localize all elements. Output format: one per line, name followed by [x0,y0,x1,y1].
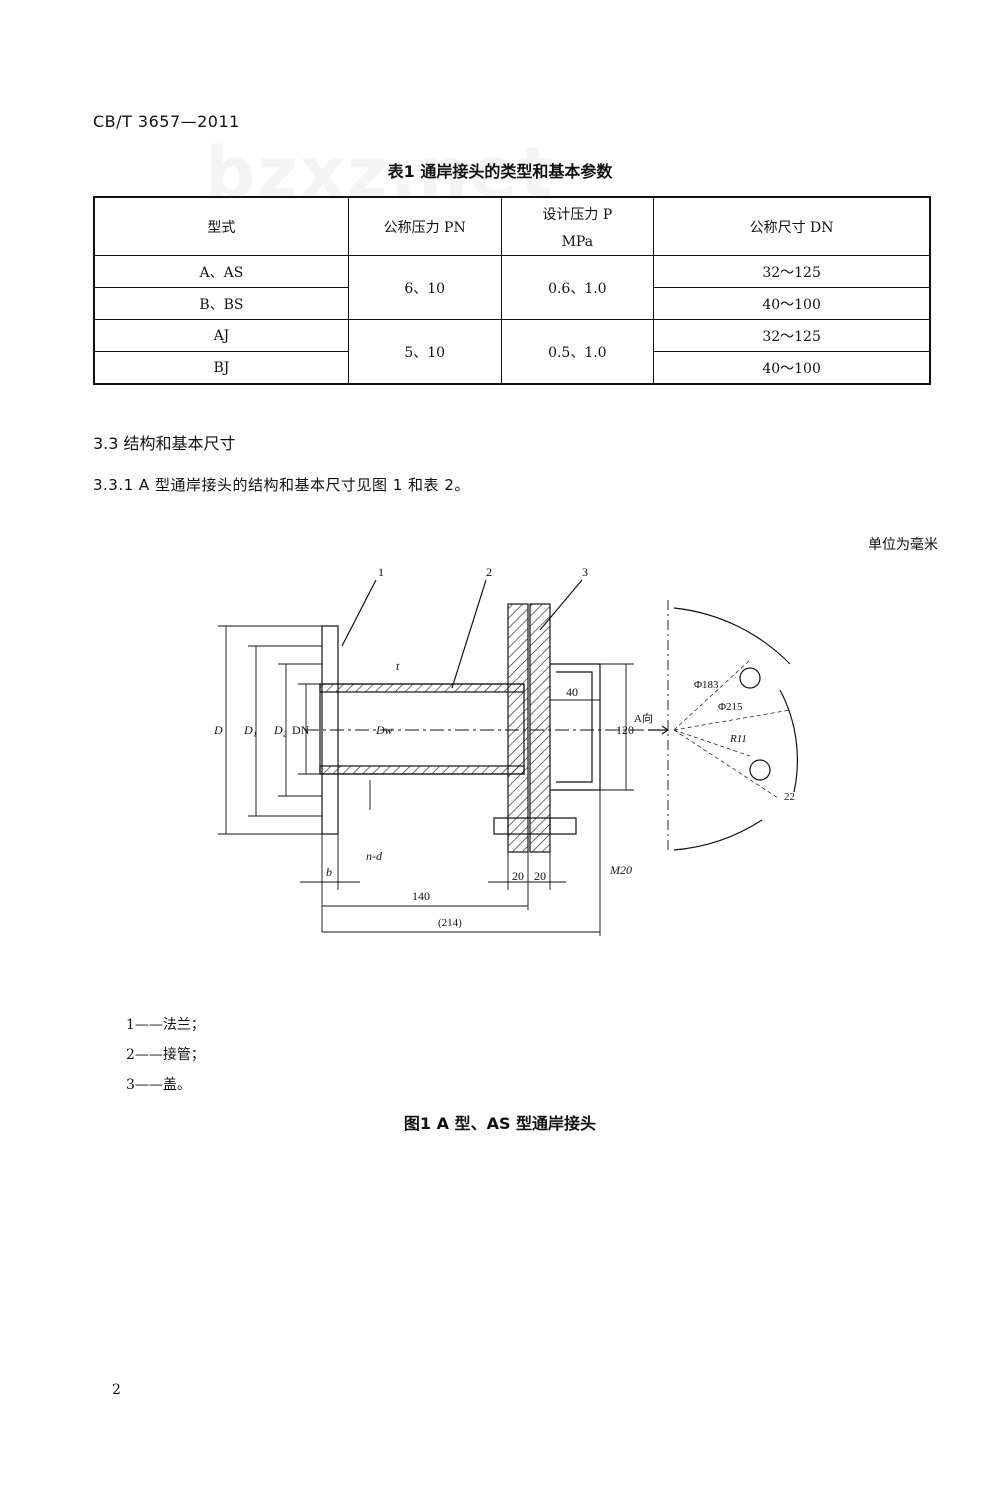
header-type: 型式 [93,196,349,256]
table-header-row: 型式 公称压力 PN 设计压力 P MPa 公称尺寸 DN [93,196,931,256]
pipe-wall-top [319,683,525,693]
cell-type: B、BS [93,287,349,320]
cell-type: AJ [93,319,349,352]
page-number: 2 [112,1382,121,1398]
dim-label-D2: D₂ [273,723,287,737]
leader-part-2 [451,579,487,689]
pipe-wall-bottom [319,765,525,775]
dim-label-40: 40 [566,685,578,699]
header-nominal-size: 公称尺寸 DN [653,196,931,256]
unit-note: 单位为毫米 [868,537,938,553]
part-label-2: 2 [486,565,492,579]
leader-part-1 [341,579,377,647]
document-code: CB/T 3657—2011 [93,112,240,131]
dim-label-phi183: Φ183 [694,679,719,691]
dim-label-t: t [396,659,400,673]
cell-p: 0.6、1.0 [500,255,655,320]
cover-plate [529,603,551,853]
cell-pn: 6、10 [347,255,502,320]
cover-handle-inner [556,671,593,783]
cell-p: 0.5、1.0 [500,319,655,385]
section-paragraph: 3.3.1 A 型通岸接头的结构和基本尺寸见图 1 和表 2。 [93,476,470,494]
table-row: BJ 40～100 [93,351,931,385]
cell-pn: 5、10 [347,319,502,385]
section-heading: 3.3 结构和基本尺寸 [93,434,236,453]
figure-legend: 1——法兰； 2——接管； 3——盖。 [126,1010,205,1100]
dim-label-M20: M20 [609,863,632,877]
cell-dn: 40～100 [653,287,931,320]
cover-handle [550,663,601,791]
table-row: A、AS 6、10 0.6、1.0 32～125 [93,255,931,320]
part-label-3: 3 [582,565,588,579]
dim-label-b: b [326,865,332,879]
a-view-arc-mid [779,689,798,793]
dim-label-DN: DN [292,723,310,737]
flange-mating [507,603,529,853]
dim-label-r11: R11 [729,733,747,745]
bolt [493,817,577,835]
table-row: B、BS 40～100 [93,287,931,320]
leader-part-3 [539,579,583,631]
a-view-arrowhead [661,725,670,735]
legend-item: 2——接管； [126,1047,205,1063]
cell-dn: 32～125 [653,319,931,352]
a-view-arc-bottom [673,819,763,851]
cell-type: A、AS [93,255,349,288]
dim-label-120: 120 [616,723,634,737]
cell-type: BJ [93,351,349,385]
header-design-pressure-line1: 设计压力 P [542,206,613,223]
dim-label-22: 22 [784,791,795,803]
dim-label-D1: D₁ [243,723,257,737]
dim-label-140: 140 [412,889,430,903]
header-nominal-pressure: 公称压力 PN [347,196,502,256]
dim-label-Dw: Dw [375,723,393,737]
figure-caption: 图1 A 型、AS 型通岸接头 [403,1114,597,1133]
dim-label-D: D [213,723,223,737]
part-label-1: 1 [378,565,384,579]
slot-top [739,667,761,689]
parameter-table: 型式 公称压力 PN 设计压力 P MPa 公称尺寸 DN A、AS 6、10 … [93,196,931,385]
legend-item: 3——盖。 [126,1077,191,1093]
dim-label-20b: 20 [534,869,546,883]
cell-dn: 40～100 [653,351,931,385]
table-caption: 表1 通岸接头的类型和基本参数 [387,162,613,181]
technical-drawing: 1 2 3 D D₁ D₂ DN Dw t b n-d M20 140 (214… [213,565,798,936]
dim-label-214: (214) [438,917,462,929]
header-design-pressure-unit: MPa [561,233,594,250]
a-view-label: A向 [634,711,653,725]
dim-label-20a: 20 [512,869,524,883]
dim-label-phi215: Φ215 [718,701,743,713]
cell-dn: 32～125 [653,255,931,288]
legend-item: 1——法兰； [126,1017,205,1033]
a-view-arc-top [673,607,791,665]
slot-bottom [749,759,771,781]
header-design-pressure: 设计压力 P MPa [500,196,655,256]
table-row: AJ 5、10 0.5、1.0 32～125 [93,319,931,385]
pipe-outline [319,683,525,775]
dim-label-nd: n-d [366,849,383,863]
